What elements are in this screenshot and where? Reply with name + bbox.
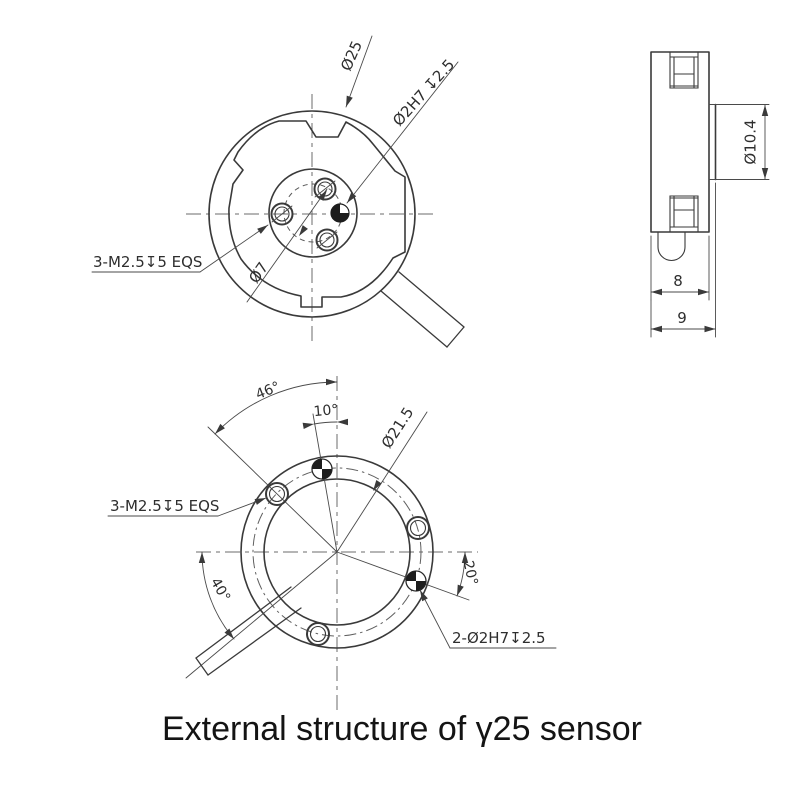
bottom-dim-angle-40: 40° (198, 551, 235, 640)
arrowhead (257, 225, 268, 234)
front-screw-hole-left (270, 202, 294, 226)
side-top-screw (669, 52, 699, 89)
arrowhead (347, 192, 357, 203)
label-bottom-screw-holes: 3-M2.5↧5 EQS (110, 497, 219, 515)
arrowhead (651, 325, 662, 333)
figure-caption: External structure of γ25 sensor (162, 710, 642, 748)
label-bottom-pin-holes: 2-Ø2H7↧2.5 (452, 629, 546, 647)
label-front-bolt-circle: Ø7 (245, 259, 272, 287)
extension-lines (650, 235, 710, 301)
bottom-pin-hole-top (311, 458, 333, 480)
label-front-screw-holes: 3-M2.5↧5 EQS (93, 253, 202, 271)
side-round-tab (657, 232, 686, 262)
label-angle-46: 46° (253, 379, 282, 403)
label-angle-20: 20° (460, 559, 481, 587)
front-cable (380, 271, 465, 348)
bottom-view: 46° 10° 20° 40° Ø21.5 (107, 376, 557, 714)
bottom-outer-circle (240, 455, 434, 649)
thread-mark (271, 205, 293, 223)
front-pin-hole (330, 203, 350, 223)
arrowhead (461, 552, 469, 563)
extension-lines (650, 182, 716, 338)
front-outer-circle (208, 110, 416, 318)
side-view: Ø10.4 8 9 (650, 51, 770, 338)
extension-lines (708, 104, 770, 180)
front-dim-outer-diameter: Ø25 (337, 35, 373, 108)
bottom-screw-hole-bottom (306, 622, 330, 646)
bottom-screw-hole-upper-left (265, 482, 289, 506)
arrowhead (373, 480, 382, 491)
arrowhead (326, 378, 337, 386)
bottom-screw-hole-right (406, 516, 430, 540)
label-front-pin-hole: Ø2H7 ↧2.5 (389, 56, 458, 130)
side-dim-body-width: 8 (650, 235, 710, 301)
side-flange (708, 103, 770, 181)
arrowhead (299, 225, 308, 236)
arrowhead (698, 288, 709, 296)
bottom-radial-lines (185, 413, 470, 679)
front-view: Ø25 Ø2H7 ↧2.5 3-M2.5↧5 EQS Ø7 (91, 35, 465, 348)
label-bottom-bolt-circle: Ø21.5 (378, 404, 418, 452)
arrowhead (761, 168, 769, 179)
arrowhead (302, 422, 314, 430)
bottom-dim-pin-holes: 2-Ø2H7↧2.5 (419, 589, 557, 649)
arrowhead (651, 288, 662, 296)
front-dim-screw-holes: 3-M2.5↧5 EQS (91, 224, 269, 273)
front-lobed-contour (228, 120, 406, 308)
arrowhead (704, 325, 716, 333)
arrowhead (346, 95, 353, 107)
side-dim-flange-diameter: Ø10.4 (742, 104, 769, 180)
pin-hole-highlight (340, 204, 349, 213)
label-side-body-width: 8 (673, 272, 683, 290)
bottom-bolt-circle (252, 467, 422, 637)
side-dim-total-width: 9 (650, 182, 716, 338)
bottom-dim-angle-10: 10° (302, 402, 348, 430)
bottom-dim-angle-20: 20° (456, 551, 481, 597)
arrowhead (224, 628, 234, 639)
label-front-outer-diameter: Ø25 (337, 38, 366, 74)
arrowhead (761, 105, 769, 116)
bottom-inner-circle (263, 478, 411, 626)
front-screw-hole-top (313, 177, 337, 201)
front-dim-pin-hole: Ø2H7 ↧2.5 (346, 56, 459, 204)
label-side-total-width: 9 (677, 309, 687, 327)
bottom-dim-screw-holes: 3-M2.5↧5 EQS (107, 497, 267, 517)
label-angle-10: 10° (313, 402, 339, 420)
thread-mark (316, 231, 338, 249)
front-screw-hole-bottom (315, 228, 339, 252)
label-side-flange-diameter: Ø10.4 (742, 119, 760, 164)
front-connector-boss-circle (268, 168, 358, 258)
side-body-outline (650, 51, 710, 233)
bottom-dim-bolt-circle: Ø21.5 (336, 404, 428, 553)
arrowhead (457, 584, 464, 596)
arrowhead (254, 498, 266, 505)
thread-mark (314, 180, 336, 198)
side-bottom-screw (669, 195, 699, 232)
arrowhead (420, 590, 428, 602)
arrowhead (215, 423, 225, 434)
bottom-cable (195, 586, 302, 676)
arrowhead (318, 190, 327, 201)
arrowhead (337, 418, 348, 426)
arrowhead (198, 552, 206, 563)
bottom-pin-hole-lower-right (405, 570, 427, 592)
